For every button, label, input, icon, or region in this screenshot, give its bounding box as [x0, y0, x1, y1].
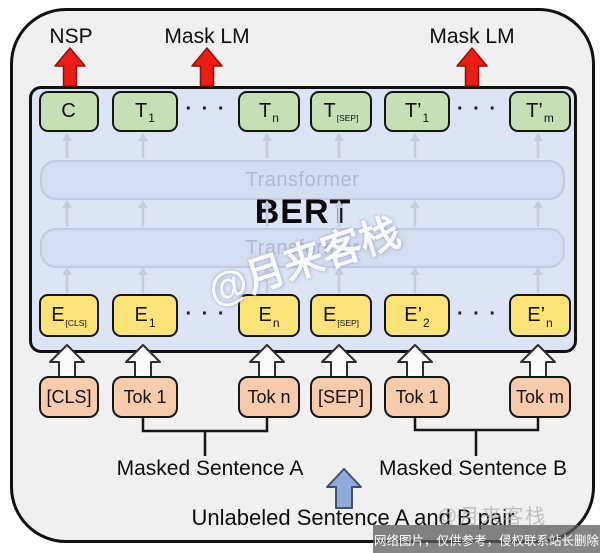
masked-sentence-a-label: Masked Sentence A — [116, 457, 304, 480]
output-box-tsep-sub: [SEP] — [336, 113, 359, 123]
embedding-box-en-prime: E’n — [509, 294, 571, 337]
image-source-notice: 网络图片，仅供参考，侵权联系站长删除 — [373, 525, 600, 553]
embedding-box-en-prime-base: E’ — [527, 304, 546, 326]
output-box-tn-sub: n — [272, 111, 279, 125]
input-token-tok1a: Tok 1 — [112, 376, 178, 418]
embedding-box-esep-base: E — [322, 304, 337, 326]
output-box-t1-base: T — [135, 100, 148, 122]
output-box-t1-prime-sub: 1 — [422, 111, 430, 125]
output-box-t1-sub: 1 — [148, 111, 155, 125]
input-token-tokm: Tok m — [509, 376, 571, 418]
output-box-tm-prime-base: T’ — [526, 100, 543, 122]
nsp-label: NSP — [49, 25, 93, 48]
output-box-tsep-base: T — [323, 100, 336, 122]
input-token-tok1b: Tok 1 — [384, 376, 450, 418]
output-box-tn-base: T — [259, 100, 272, 122]
ellipsis-output-2: · · · — [456, 98, 499, 120]
transformer-layer-top: Transformer — [40, 160, 565, 200]
input-token-cls: [CLS] — [39, 376, 99, 418]
embedding-box-en-base: E — [258, 304, 272, 326]
transformer-layer-bottom-label: Transformer — [245, 236, 360, 259]
output-box-c: C — [39, 91, 99, 132]
embedding-box-esep: E[SEP] — [310, 294, 372, 337]
output-box-tsep: T[SEP] — [310, 91, 372, 132]
output-box-tm-prime: T’m — [509, 91, 571, 132]
embedding-box-en-prime-sub: n — [546, 316, 553, 330]
masked-sentence-b-label: Masked Sentence B — [379, 457, 567, 480]
mask-lm-label-2: Mask LM — [429, 25, 515, 48]
bottom-watermark: @月来客栈 — [437, 506, 548, 528]
embedding-box-e1-sub: 1 — [148, 316, 156, 330]
ellipsis-embedding-2: · · · — [456, 303, 499, 325]
embedding-box-e2-prime-sub: 2 — [423, 316, 430, 330]
embedding-box-e2-prime-base: E’ — [404, 304, 423, 326]
input-token-tokn: Tok n — [238, 376, 300, 418]
mask-lm-label-1: Mask LM — [164, 25, 250, 48]
ellipsis-embedding-1: · · · — [185, 303, 227, 325]
embedding-box-ecls-sub: [CLS] — [65, 318, 87, 328]
output-box-c-base: C — [61, 100, 76, 122]
embedding-box-ecls: E[CLS] — [39, 294, 99, 337]
output-box-t1-prime: T’1 — [384, 91, 450, 132]
ellipsis-output-1: · · · — [185, 98, 227, 120]
input-token-sep: [SEP] — [310, 376, 372, 418]
bert-title: BERT — [254, 193, 352, 231]
output-box-tm-prime-sub: m — [543, 111, 554, 125]
embedding-box-esep-sub: [SEP] — [337, 318, 360, 328]
embedding-box-en-sub: n — [272, 316, 280, 330]
transformer-layer-top-label: Transformer — [245, 168, 360, 191]
transformer-layer-bottom: Transformer — [40, 228, 565, 268]
embedding-box-e2-prime: E’2 — [384, 294, 450, 337]
output-box-t1-prime-base: T’ — [404, 100, 422, 122]
embedding-box-ecls-base: E — [51, 304, 65, 326]
embedding-box-e1-base: E — [134, 304, 148, 326]
